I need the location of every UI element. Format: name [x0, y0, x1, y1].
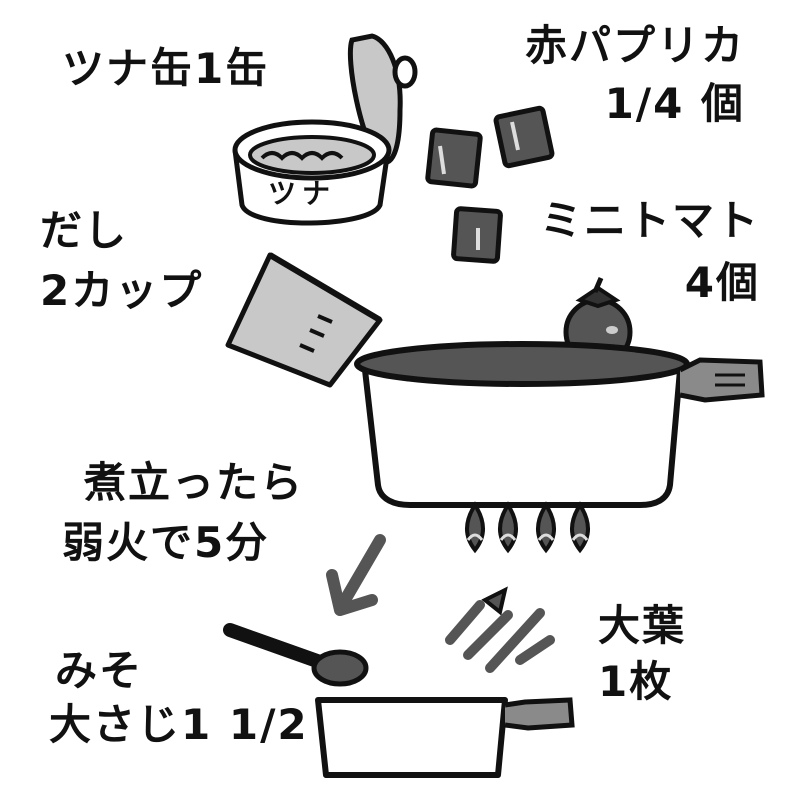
miso-label: みそ 大さじ1 1/2: [49, 646, 309, 749]
small-pot-icon: [315, 697, 575, 778]
large-pot-icon: [354, 341, 765, 508]
gas-flame-icon: [465, 501, 590, 554]
measuring-spoon-icon: [223, 623, 369, 687]
tomato-label: ミニトマト 4個: [539, 196, 760, 307]
shiso-label: 大葉 1枚: [598, 601, 687, 706]
down-arrow-icon: [326, 534, 386, 616]
shiso-leaf-icon: [445, 586, 555, 673]
simmer-instruction-label: 煮立ったら 弱火で5分: [62, 458, 305, 567]
tuna-label: ツナ缶1缶: [62, 44, 270, 93]
dashi-label: だし 2カップ: [40, 206, 204, 315]
tuna-can-text: ツナ: [268, 177, 337, 210]
paprika-label: 赤パプリカ 1/4 個: [524, 21, 745, 128]
measuring-cup-icon: [225, 252, 383, 388]
tuna-can-icon: [232, 33, 418, 226]
paprika-pieces-icon: [425, 105, 555, 264]
